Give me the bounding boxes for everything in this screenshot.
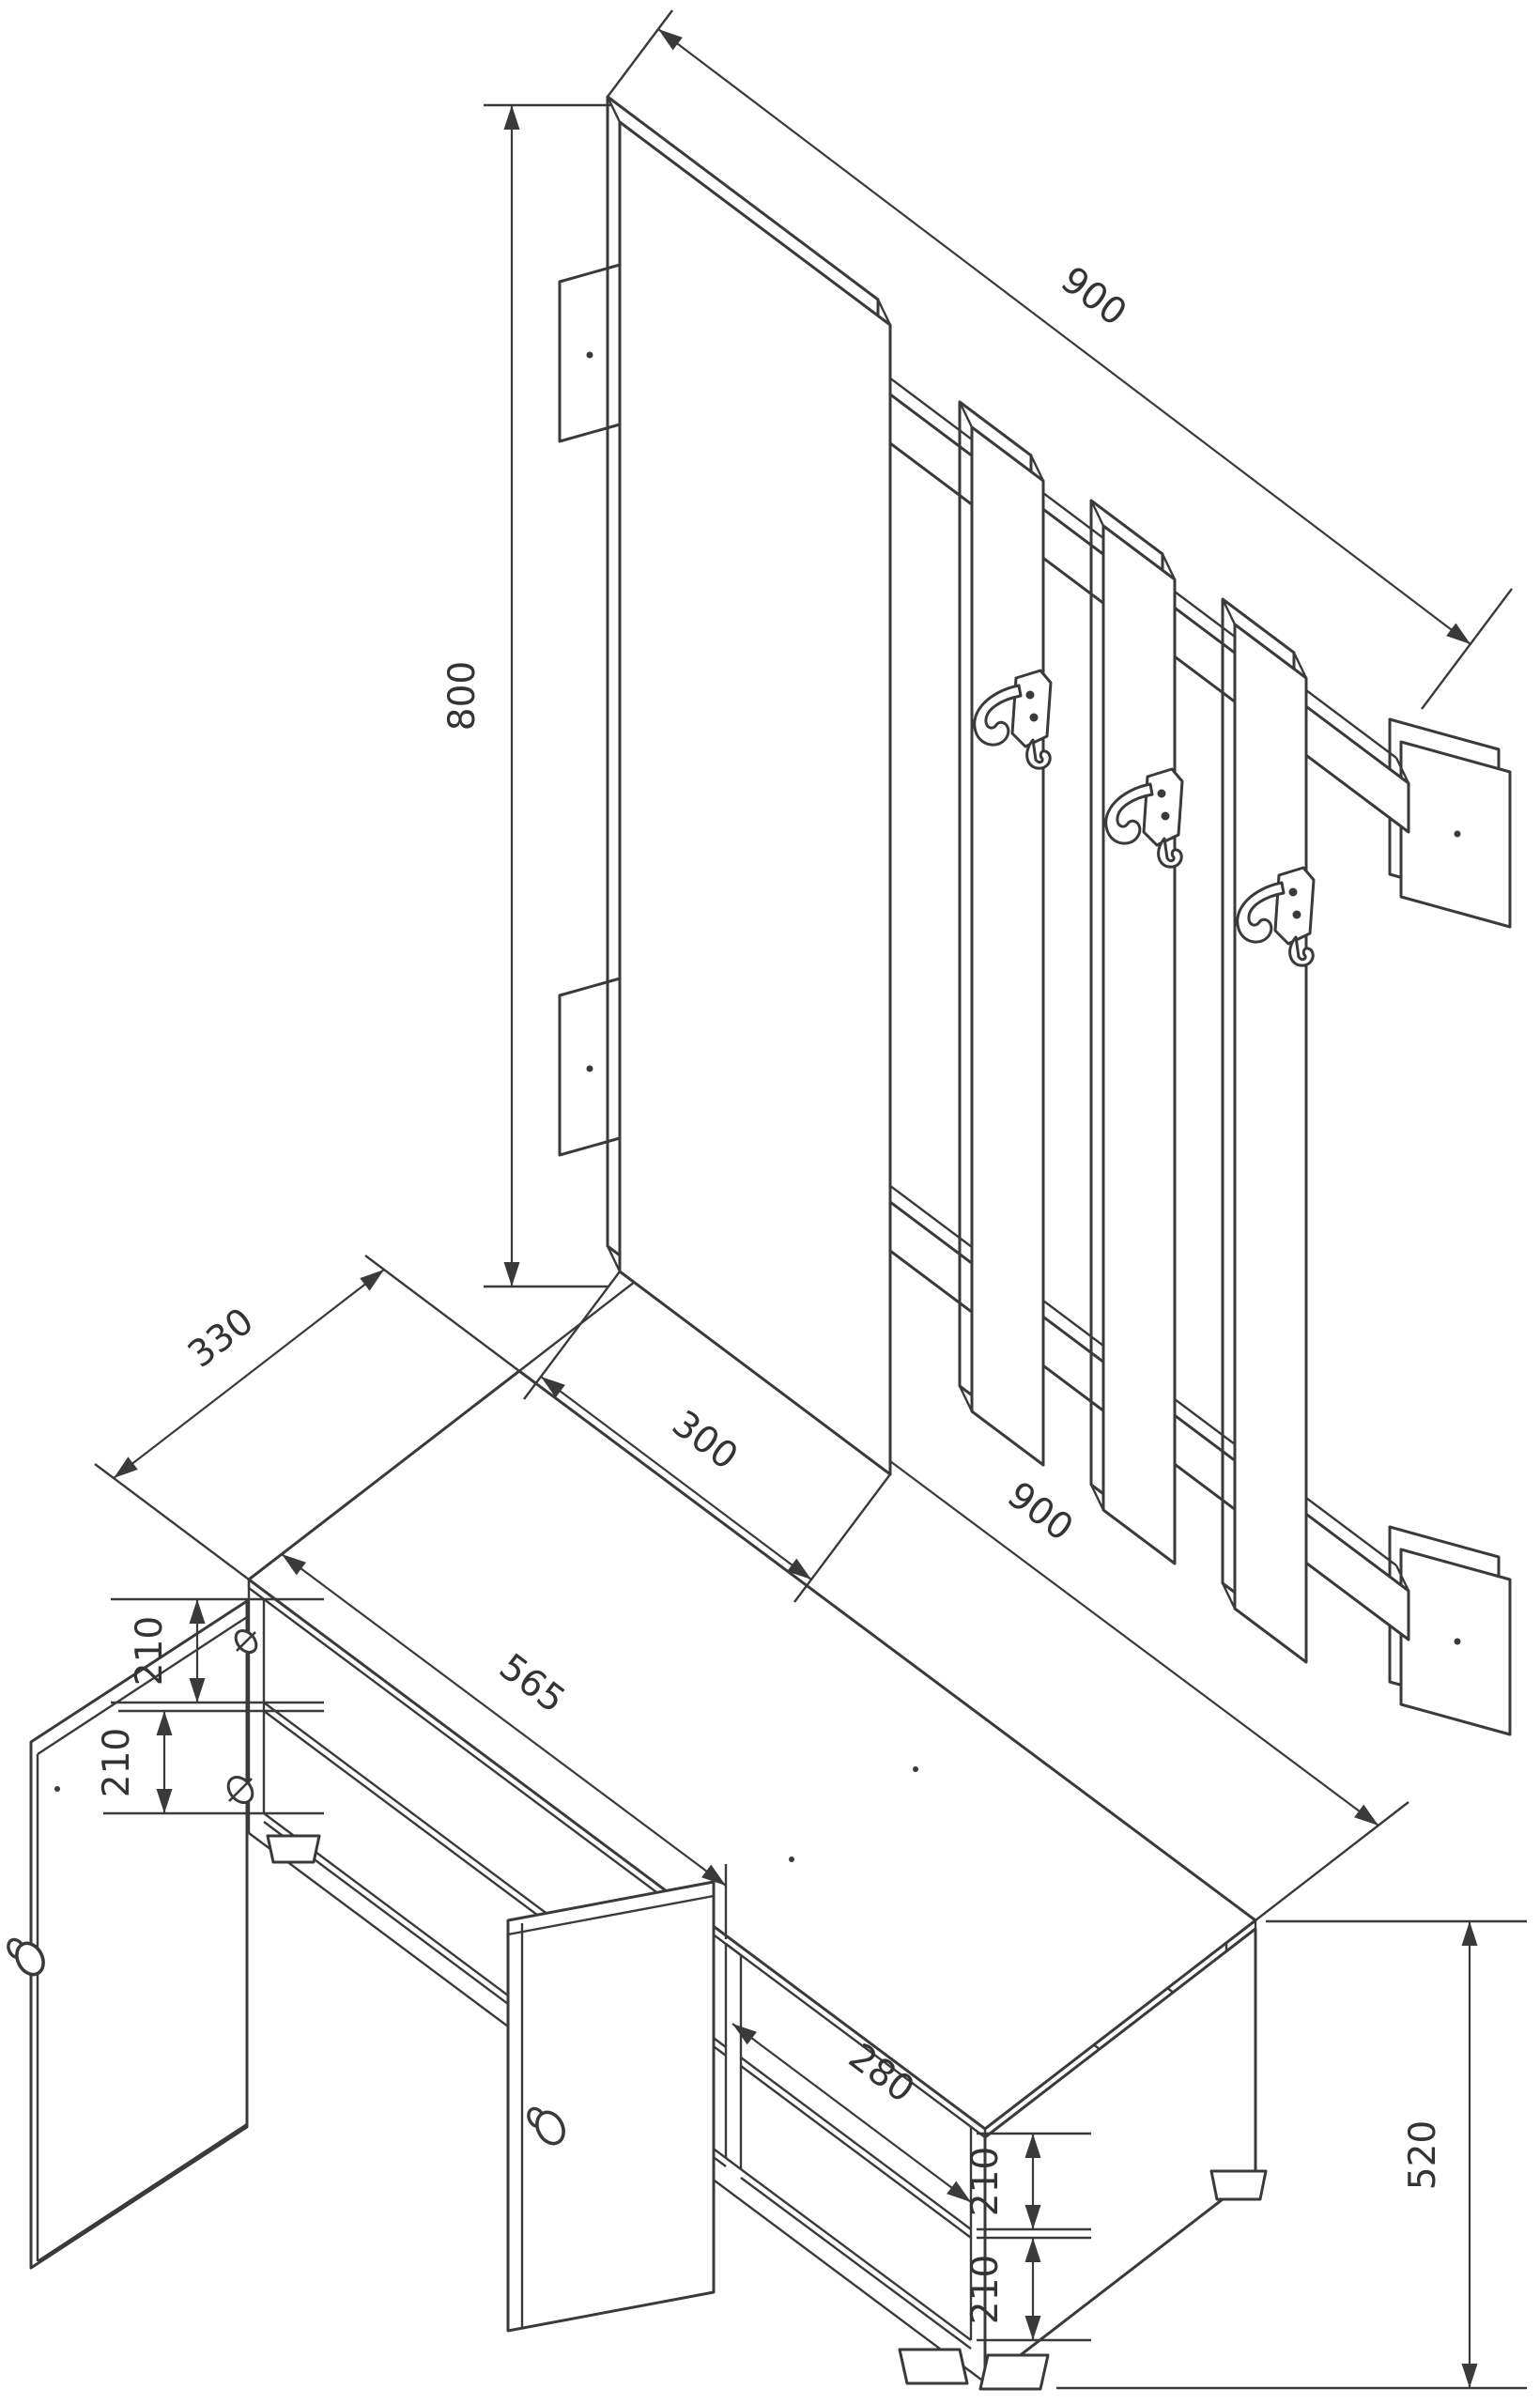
dim-label-left-upper-210: 210: [129, 1616, 171, 1686]
coat-hook-icon: [1104, 767, 1184, 869]
dim-label-right-upper-210: 210: [964, 2147, 1007, 2216]
dim-label-right-lower-210: 210: [964, 2255, 1007, 2324]
dim-label-cabinet-depth: 330: [180, 1301, 261, 1377]
dim-label-rack-height: 800: [441, 661, 484, 731]
dim-label-mirror-panel-width: 300: [664, 1403, 746, 1479]
dim-label-left-lower-210: 210: [96, 1728, 138, 1797]
dim-label-cabinet-height: 520: [1402, 2120, 1444, 2190]
dim-label-rack-width: 900: [1053, 259, 1134, 335]
coat-hook-icon: [973, 669, 1053, 770]
coat-hook-icon: [1236, 866, 1316, 967]
drawing-linework: [7, 9, 1527, 2391]
dim-label-cabinet-width: 900: [999, 1474, 1081, 1550]
